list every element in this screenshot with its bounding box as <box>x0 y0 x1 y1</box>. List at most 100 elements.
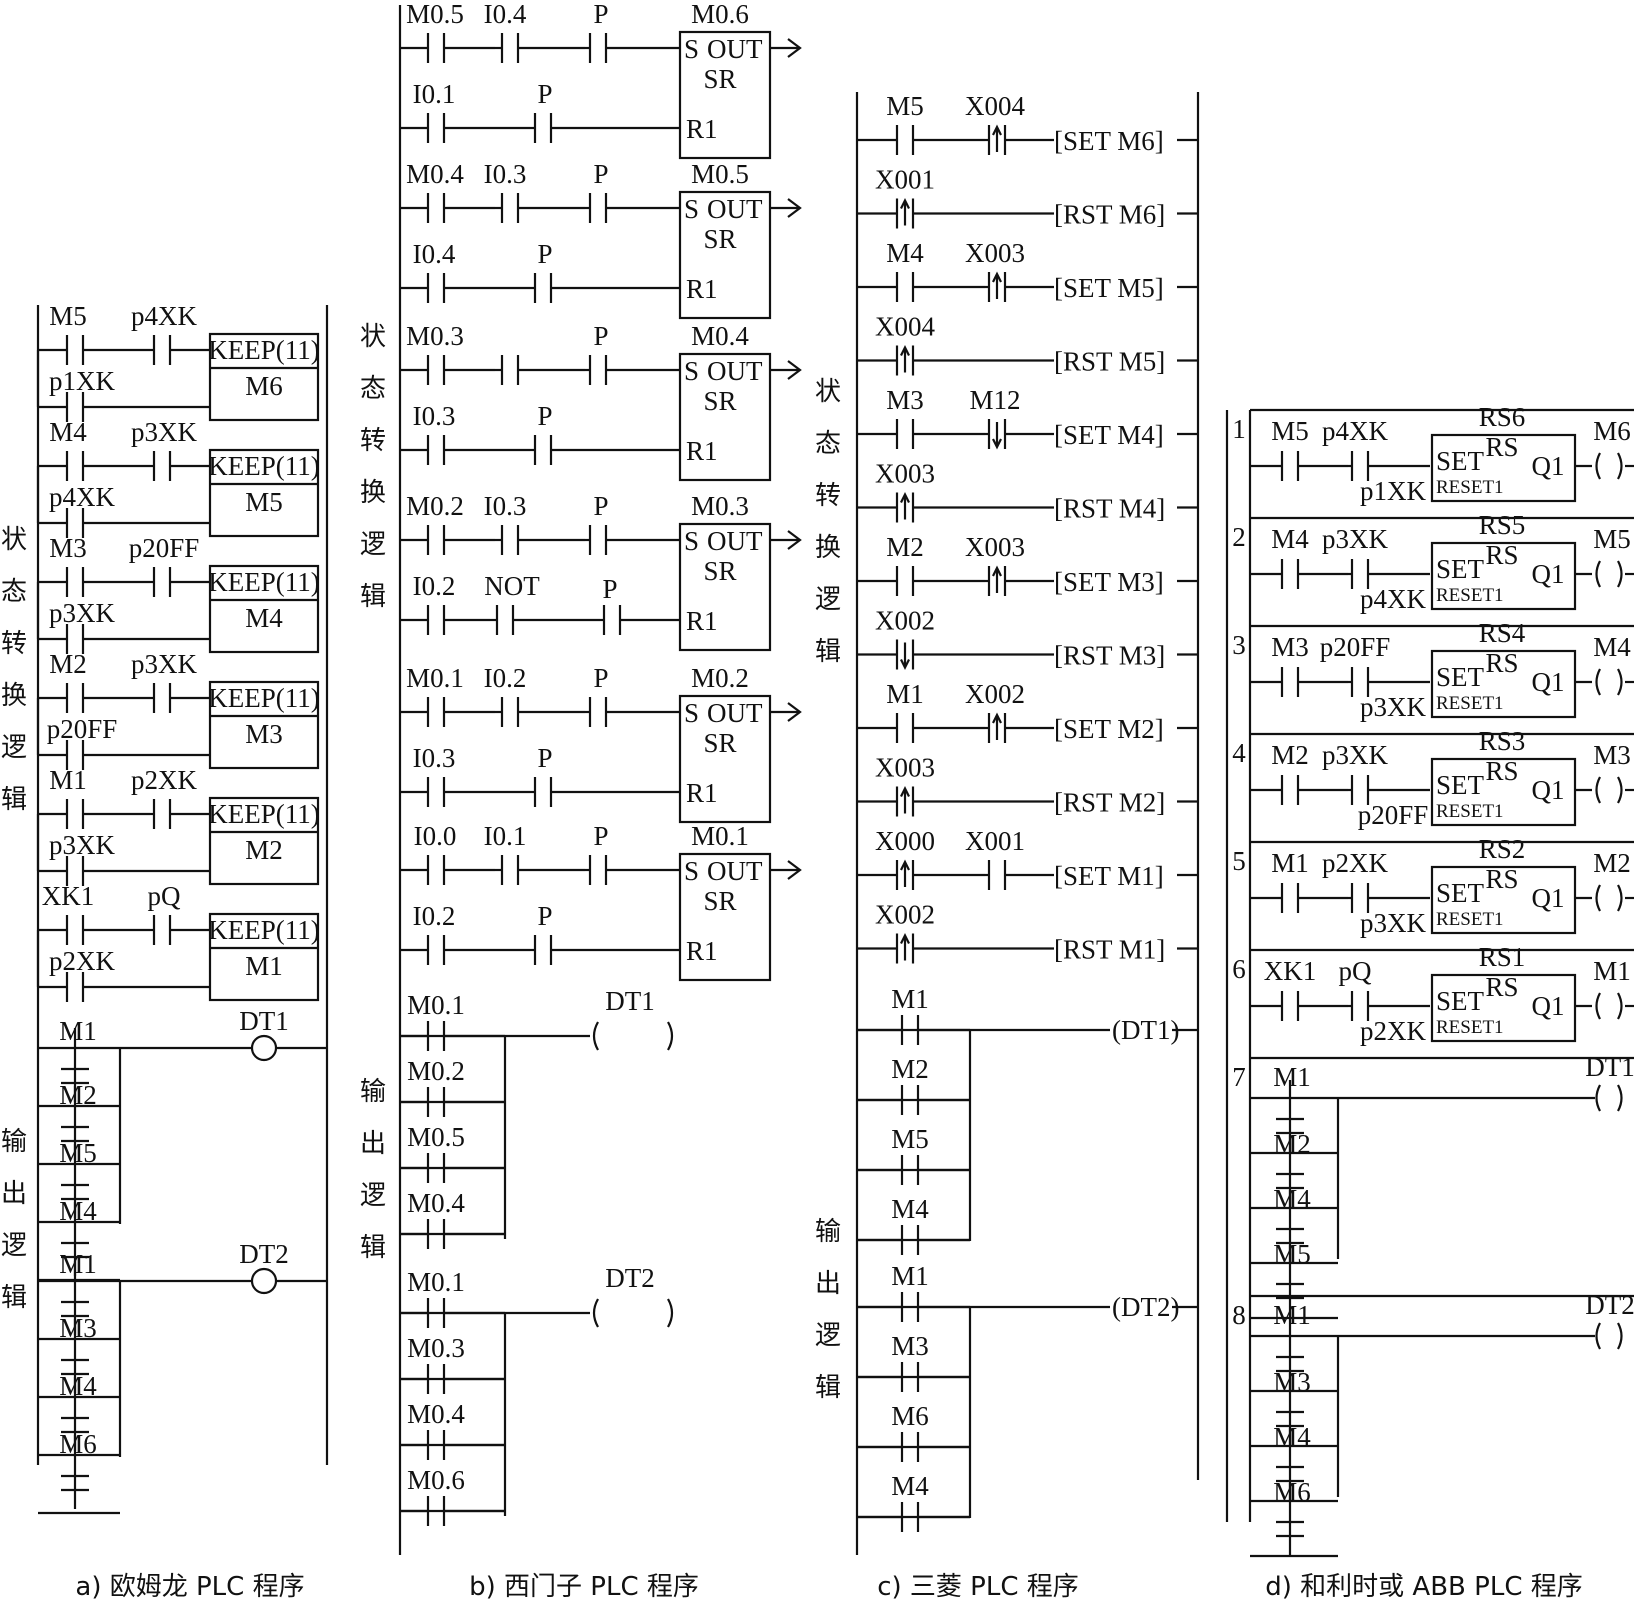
panel-caption: b) 西门子 PLC 程序 <box>469 1572 699 1602</box>
contact-symbol <box>1276 1282 1304 1300</box>
section-label-char: 辑 <box>1 785 27 815</box>
contact-label: P <box>537 901 552 931</box>
contact-symbol <box>1348 883 1430 913</box>
contact-symbol <box>495 525 585 555</box>
contact-symbol <box>400 525 495 555</box>
not-label: NOT <box>484 571 540 601</box>
contact-label: P <box>593 321 608 351</box>
box-type: RS <box>1485 756 1518 786</box>
box-set-pin: S <box>684 34 699 64</box>
contact-label: X004 <box>965 91 1025 121</box>
box-type: RS <box>1485 540 1518 570</box>
contact-symbol <box>530 777 680 807</box>
contact-label: p3XK <box>1322 740 1388 770</box>
keep-bit: M6 <box>245 371 283 401</box>
section-label-char: 出 <box>360 1129 386 1159</box>
section-label-char: 转 <box>815 481 841 511</box>
contact-symbol <box>857 1085 970 1115</box>
contact-label: P <box>593 0 608 29</box>
reset-contact-label: p4XK <box>1360 584 1426 614</box>
contact-label: M5 <box>891 1124 929 1154</box>
contact-symbol <box>585 355 680 385</box>
instruction: [SET M4] <box>1054 420 1164 450</box>
contact-symbol <box>857 345 1054 376</box>
contact-label: X003 <box>875 459 935 489</box>
contact-label: M5 <box>886 91 924 121</box>
contact-label: p20FF <box>129 533 200 563</box>
instruction: [RST M6] <box>1054 200 1165 230</box>
rung-number: 4 <box>1232 738 1246 768</box>
contact-label: M4 <box>891 1194 929 1224</box>
contact-symbol <box>985 860 1054 890</box>
contact-symbol <box>400 33 495 63</box>
contact-symbol <box>1276 1172 1304 1190</box>
contact-label: P <box>593 159 608 189</box>
contact-label: X002 <box>965 679 1025 709</box>
contact-label: X003 <box>875 753 935 783</box>
contact-symbol <box>857 1015 970 1045</box>
section-label-char: 换 <box>815 533 841 563</box>
contact-label: p3XK <box>1322 524 1388 554</box>
contact-symbol <box>1276 1117 1304 1135</box>
keep-bit: M4 <box>245 603 283 633</box>
contact-symbol <box>1250 559 1348 589</box>
instance-label: RS6 <box>1479 402 1526 432</box>
coil-label: DT2 <box>1585 1290 1634 1320</box>
contact-label: p4XK <box>49 482 115 512</box>
section-label-char: 逻 <box>360 530 386 560</box>
contact-symbol <box>61 1183 89 1201</box>
mitsubishi-rung: X001 [RST M6] <box>857 165 1198 230</box>
box-reset-pin: RESET1 <box>1436 693 1504 714</box>
contact-label: M1 <box>59 1249 97 1279</box>
contact-symbol <box>857 419 985 449</box>
contact-label: M0.5 <box>407 1122 465 1152</box>
contact-label: I0.4 <box>413 239 456 269</box>
contact-label: M0.4 <box>407 1188 465 1218</box>
box-set-pin: SET <box>1436 878 1485 908</box>
box-type: SR <box>703 556 736 586</box>
coil-label: DT1 <box>605 986 655 1016</box>
contact-label: M1 <box>1273 1062 1311 1092</box>
contact-symbol <box>61 1416 89 1434</box>
keep-instruction: KEEP(11) <box>208 451 319 481</box>
contact-symbol <box>38 683 150 713</box>
box-set-pin: S <box>684 356 699 386</box>
keep-bit: M3 <box>245 719 283 749</box>
contact-symbol <box>400 1219 505 1249</box>
contact-symbol <box>495 697 585 727</box>
contact-label: M4 <box>59 1371 97 1401</box>
contact-symbol <box>150 451 210 481</box>
instance-label: RS5 <box>1479 510 1526 540</box>
contact-symbol <box>400 1087 505 1117</box>
contact-symbol <box>150 799 210 829</box>
contact-label: M4 <box>1273 1422 1311 1452</box>
keep-instruction: KEEP(11) <box>208 567 319 597</box>
contact-symbol <box>38 567 150 597</box>
section-label-char: 逻 <box>815 585 841 615</box>
instruction: [RST M3] <box>1054 641 1165 671</box>
contact-label: p20FF <box>1320 632 1391 662</box>
contact-label: X001 <box>875 165 935 195</box>
contact-symbol <box>150 915 210 945</box>
box-reset-pin: RESET1 <box>1436 477 1504 498</box>
rung-number: 1 <box>1232 414 1246 444</box>
box-bit-label: M0.5 <box>691 159 749 189</box>
section-label-char: 辑 <box>1 1283 27 1313</box>
reset-contact-label: p1XK <box>1360 476 1426 506</box>
contact-symbol <box>1276 1520 1304 1538</box>
contact-symbol <box>61 1300 89 1318</box>
contact-label: I0.0 <box>414 821 457 851</box>
contact-symbol <box>1250 883 1348 913</box>
output-coil <box>250 1034 278 1062</box>
contact-symbol <box>857 1432 970 1462</box>
contact-label: P <box>537 743 552 773</box>
